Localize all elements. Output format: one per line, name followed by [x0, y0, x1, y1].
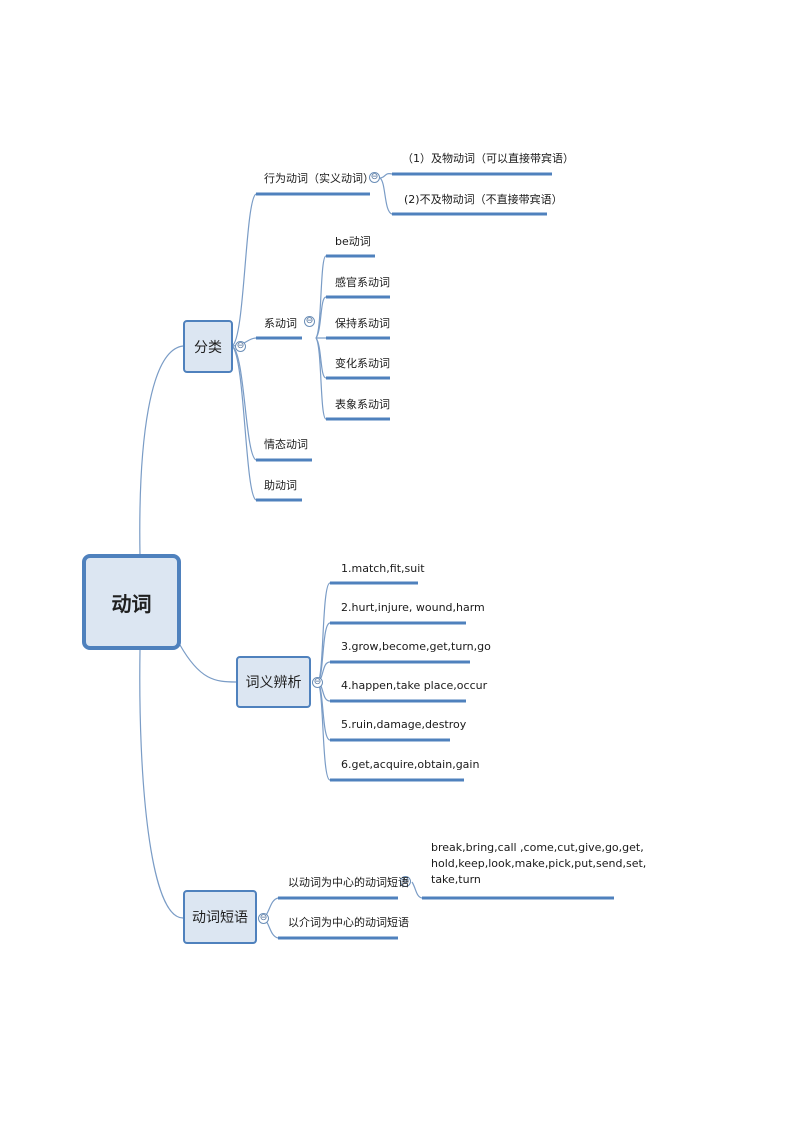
node-verb-centered[interactable]: 以动词为中心的动词短语: [288, 876, 409, 889]
node-verb-list[interactable]: break,bring,call ,come,cut,give,go,get, …: [431, 841, 647, 886]
node-classify[interactable]: 分类: [183, 320, 233, 373]
node-linking-item[interactable]: 感官系动词: [335, 276, 390, 289]
node-modal-verb[interactable]: 情态动词: [264, 438, 308, 451]
node-linking-item[interactable]: be动词: [335, 235, 371, 248]
node-meaning[interactable]: 词义辨析: [236, 656, 311, 708]
root-node[interactable]: 动词: [82, 554, 181, 650]
collapse-icon[interactable]: ⊖: [304, 316, 315, 327]
node-meaning-item[interactable]: 4.happen,take place,occur: [341, 679, 488, 692]
collapse-icon[interactable]: ⊖: [369, 172, 380, 183]
node-meaning-item[interactable]: 6.get,acquire,obtain,gain: [341, 758, 480, 771]
node-linking-verb[interactable]: 系动词: [264, 317, 297, 330]
node-intransitive[interactable]: (2)不及物动词（不直接带宾语）: [404, 193, 563, 206]
node-auxiliary-verb[interactable]: 助动词: [264, 479, 297, 492]
collapse-icon[interactable]: ⊖: [312, 677, 323, 688]
node-action-verb[interactable]: 行为动词（实义动词）: [264, 172, 374, 185]
node-meaning-item[interactable]: 3.grow,become,get,turn,go: [341, 640, 491, 653]
node-transitive[interactable]: （1）及物动词（可以直接带宾语）: [402, 152, 574, 165]
collapse-icon[interactable]: ⊖: [235, 341, 246, 352]
node-meaning-item[interactable]: 1.match,fit,suit: [341, 562, 425, 575]
node-meaning-item[interactable]: 2.hurt,injure, wound,harm: [341, 601, 485, 614]
node-linking-item[interactable]: 保持系动词: [335, 317, 390, 330]
node-prep-centered[interactable]: 以介词为中心的动词短语: [288, 916, 409, 929]
node-meaning-item[interactable]: 5.ruin,damage,destroy: [341, 718, 467, 731]
node-linking-item[interactable]: 表象系动词: [335, 398, 390, 411]
collapse-icon[interactable]: ⊖: [400, 876, 411, 887]
collapse-icon[interactable]: ⊖: [258, 913, 269, 924]
node-phrase[interactable]: 动词短语: [183, 890, 257, 944]
node-linking-item[interactable]: 变化系动词: [335, 357, 390, 370]
